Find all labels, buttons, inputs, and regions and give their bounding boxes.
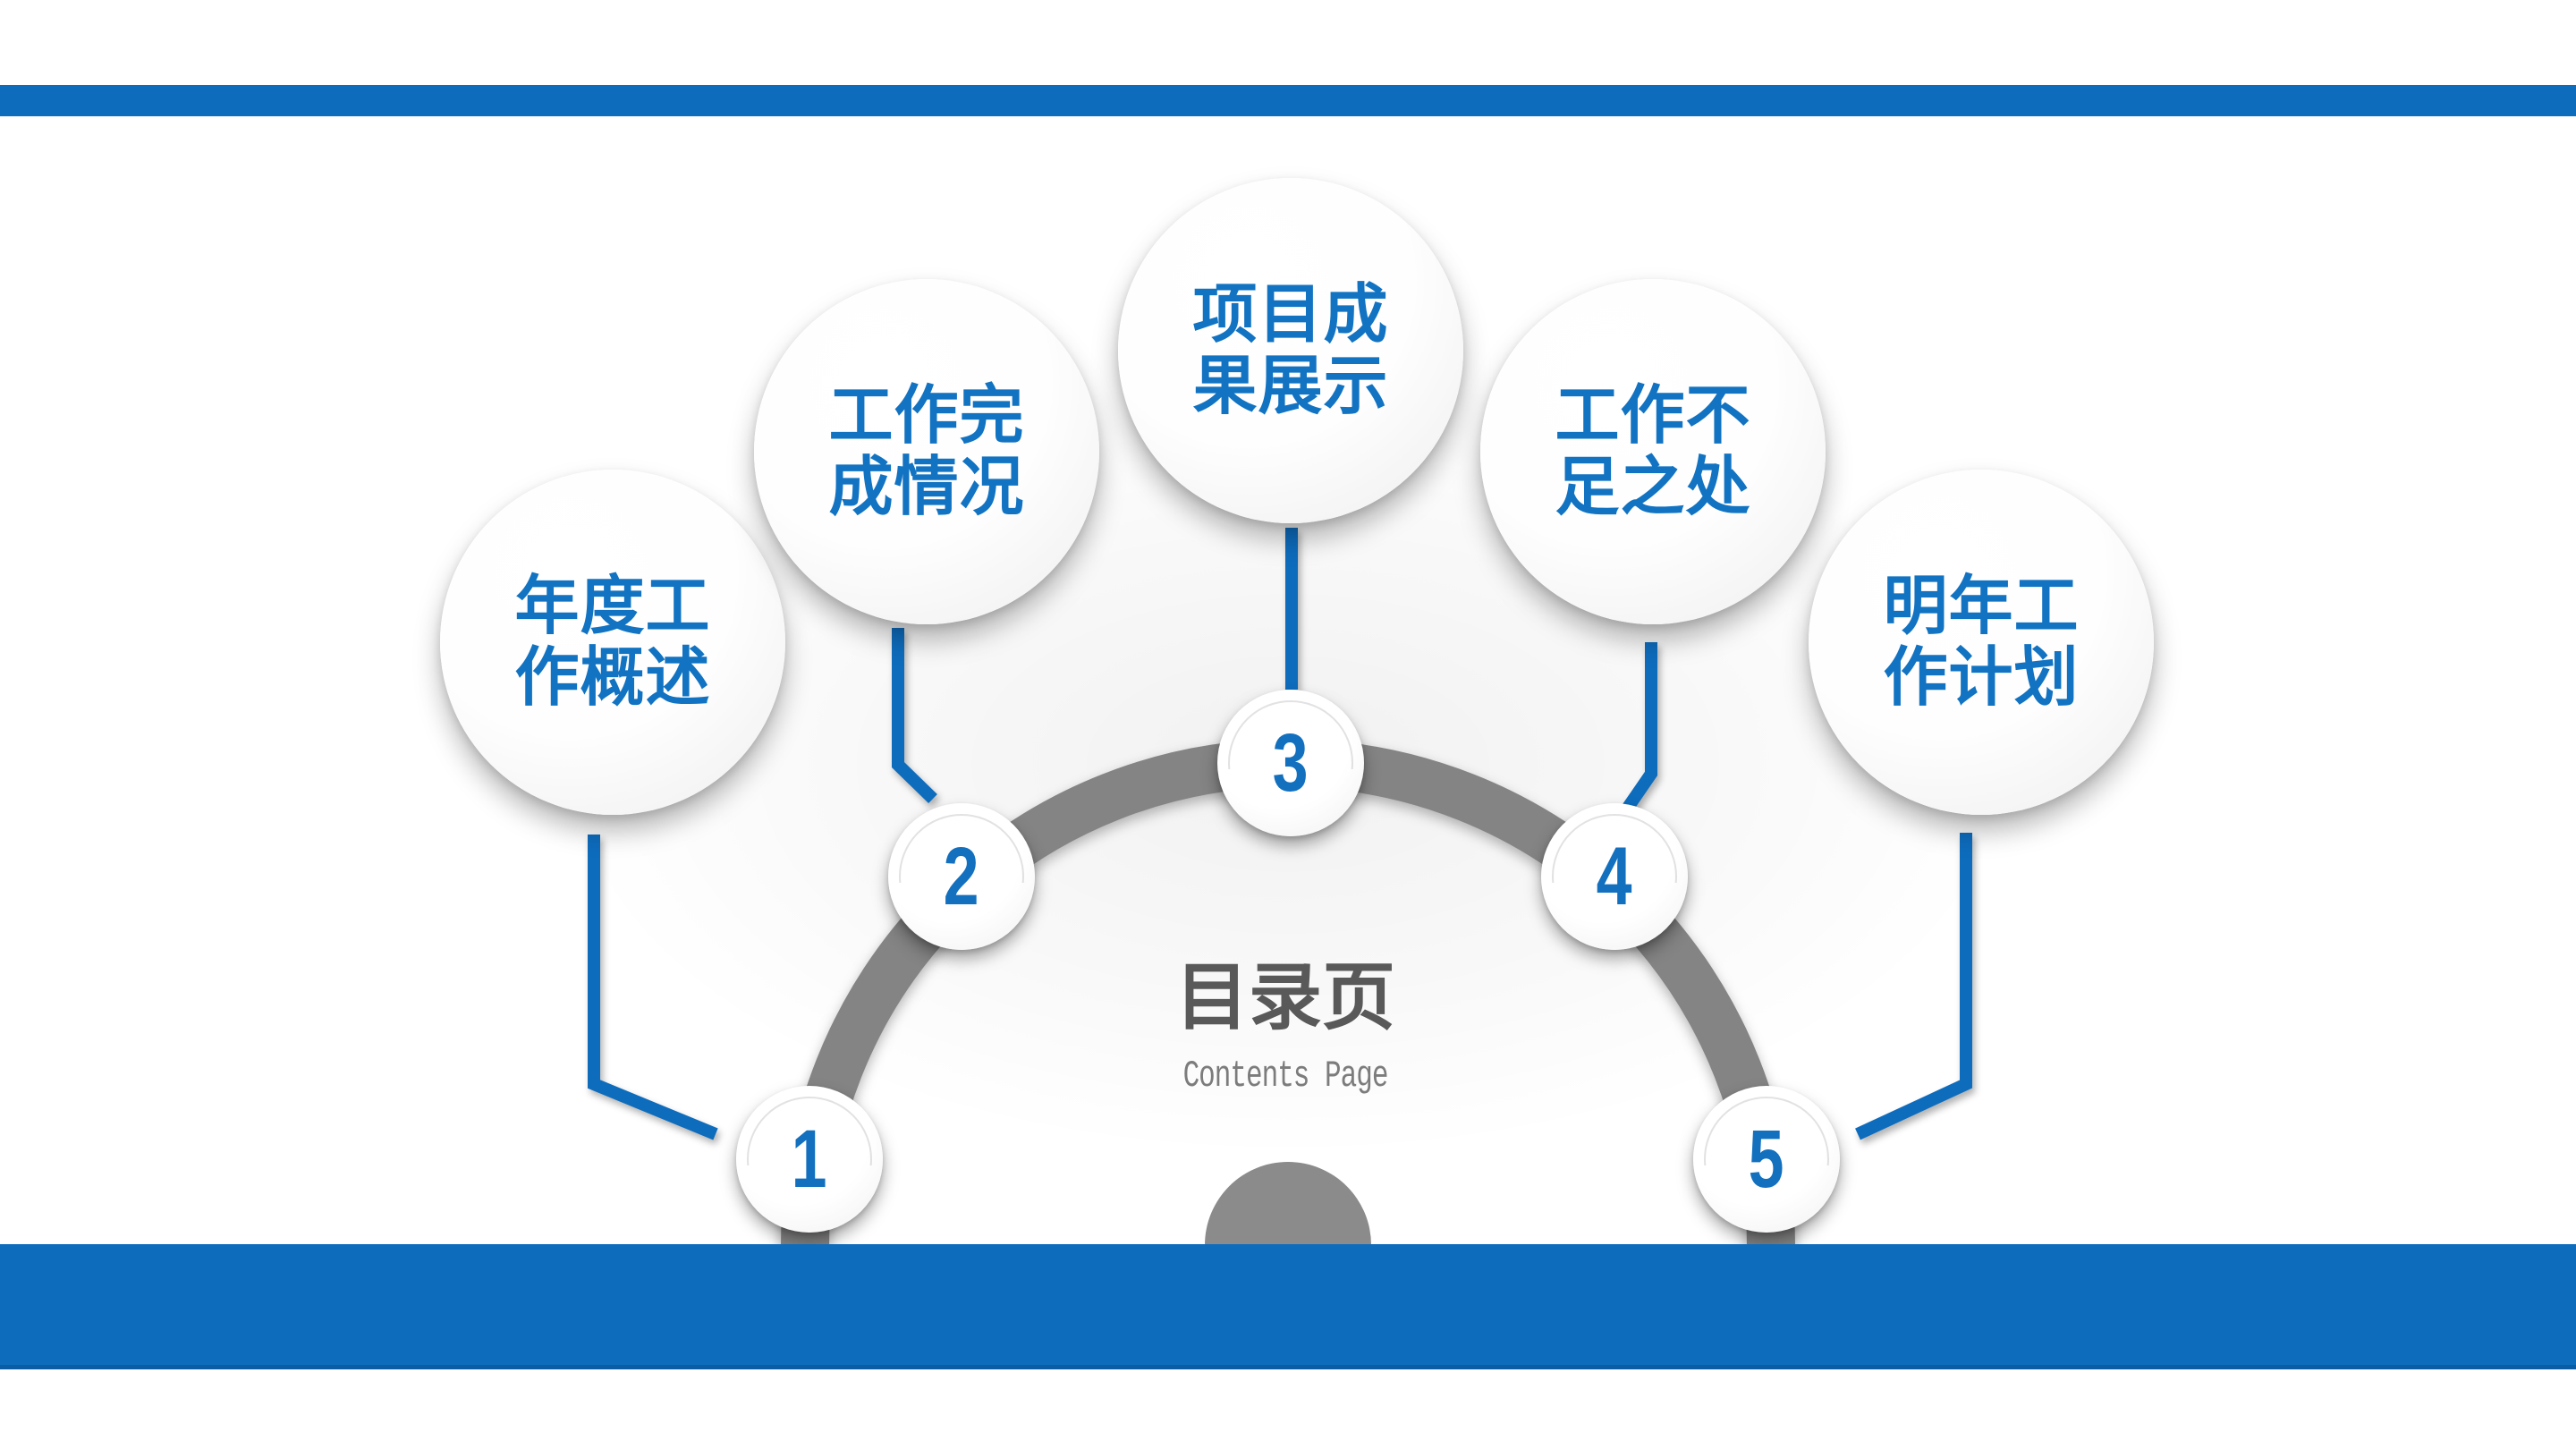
topic-circle-4: 工作不 足之处 [1480, 279, 1826, 624]
step-number: 4 [1597, 831, 1632, 922]
topic-label-line: 年度工 [514, 571, 711, 642]
topic-label-line: 作概述 [514, 642, 711, 714]
connector-line-4 [1618, 642, 1657, 818]
step-badge-2: 2 [888, 803, 1035, 950]
topic-label-line: 成情况 [828, 452, 1025, 523]
step-badge-1: 1 [736, 1086, 883, 1233]
topic-circle-2: 工作完 成情况 [754, 279, 1099, 624]
step-number: 3 [1273, 717, 1309, 809]
step-badge-4: 4 [1541, 803, 1688, 950]
connector-line-5 [1855, 833, 1972, 1140]
step-number: 2 [944, 831, 979, 922]
page-title-block: 目录页 Contents Page [1017, 957, 1554, 1098]
topic-label-line: 工作不 [1555, 380, 1751, 452]
step-badge-3: 3 [1217, 690, 1364, 836]
page-title: 目录页 [1174, 957, 1395, 1038]
step-number: 5 [1749, 1114, 1784, 1205]
topic-label-line: 项目成 [1192, 279, 1389, 351]
step-badge-5: 5 [1693, 1086, 1840, 1233]
bottom-accent-bar [0, 1244, 2576, 1369]
page-subtitle: Contents Page [1182, 1055, 1389, 1098]
top-accent-bar [0, 85, 2576, 116]
connector-line-2 [892, 628, 937, 804]
topic-circle-1: 年度工 作概述 [440, 470, 785, 815]
topic-circle-3: 项目成 果展示 [1118, 178, 1463, 523]
topic-label-line: 果展示 [1192, 351, 1389, 422]
topic-label-line: 足之处 [1555, 452, 1751, 523]
topic-label-line: 工作完 [828, 380, 1025, 452]
connector-line-1 [588, 835, 718, 1140]
topic-label-line: 明年工 [1883, 571, 2080, 642]
step-number: 1 [792, 1114, 827, 1205]
topic-circle-5: 明年工 作计划 [1809, 470, 2154, 815]
topic-label-line: 作计划 [1883, 642, 2080, 714]
